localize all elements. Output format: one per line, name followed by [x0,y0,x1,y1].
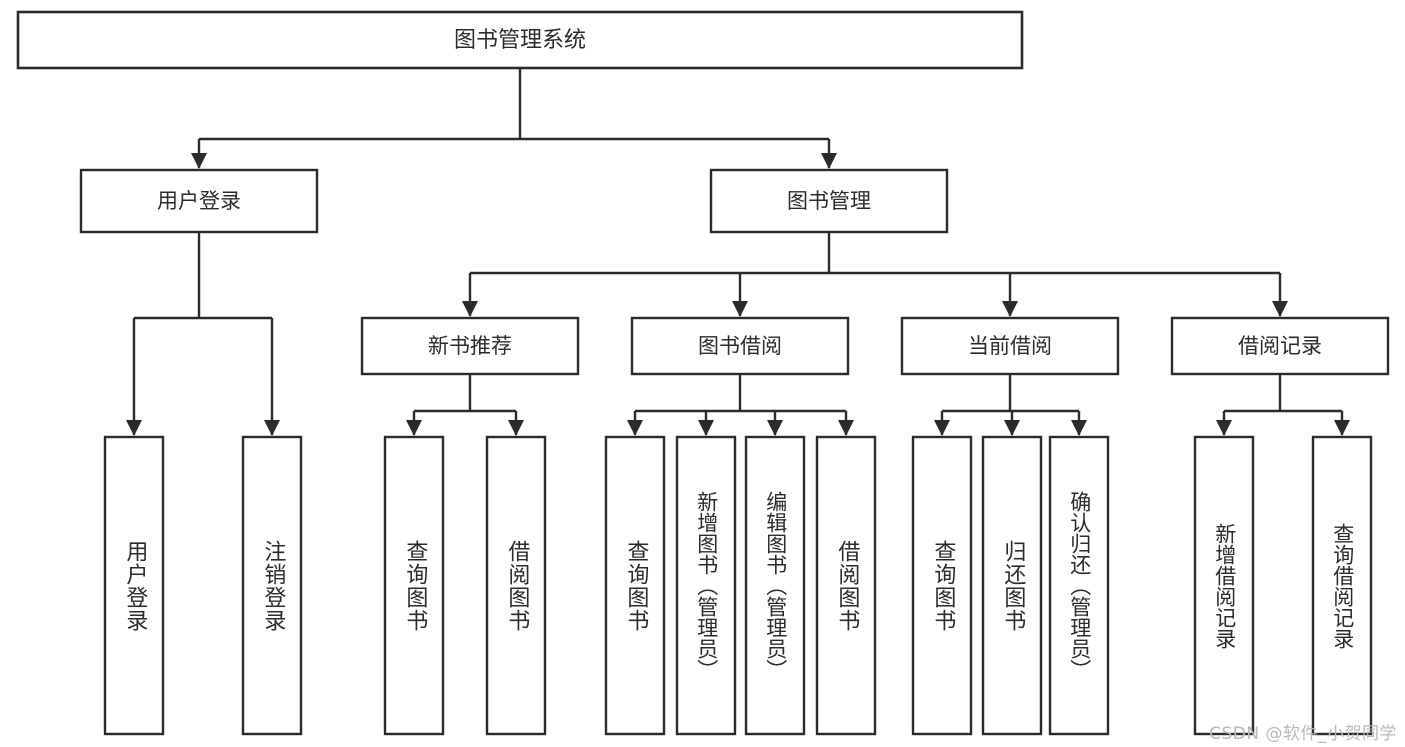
arrow-head-icon [508,420,524,436]
arrow-head-icon [406,420,422,436]
leaf-box-leaf-add-record[interactable] [1193,435,1255,736]
node-label-book-borrow: 图书借阅 [698,334,782,358]
arrow-head-icon [838,420,854,436]
root-node-box[interactable] [16,10,1024,70]
leaf-box-leaf-edit-book[interactable] [744,435,806,736]
arrow-head-icon [462,301,478,317]
arrow-head-icon [627,420,643,436]
node-box-new-book-rec[interactable] [360,316,580,376]
leaf-box-leaf-borrow-book-bor[interactable] [815,435,877,736]
node-box-book-manage[interactable] [709,168,949,234]
arrow-head-icon [934,420,950,436]
node-box-borrow-record[interactable] [1170,316,1390,376]
node-label-current-borrow: 当前借阅 [968,334,1052,358]
arrow-head-icon [1216,420,1232,436]
csdn-watermark: CSDN @软件_小贺同学 [1209,724,1397,744]
leaf-box-leaf-borrow-book-rec[interactable] [485,435,547,736]
arrow-head-icon [126,420,142,436]
leaf-box-leaf-return-book[interactable] [981,435,1043,736]
root-node-label: 图书管理系统 [454,28,586,53]
arrow-head-icon [821,153,837,169]
leaf-box-leaf-confirm-return[interactable] [1048,435,1110,736]
node-label-borrow-record: 借阅记录 [1238,334,1322,358]
node-box-current-borrow[interactable] [900,316,1120,376]
node-label-user-login: 用户登录 [157,189,241,213]
arrow-head-icon [698,420,714,436]
node-box-user-login[interactable] [79,168,319,234]
leaf-box-leaf-query-book-bor[interactable] [604,435,666,736]
node-label-new-book-rec: 新书推荐 [428,334,512,358]
leaf-box-leaf-query-book-cur[interactable] [911,435,973,736]
arrow-head-icon [1272,301,1288,317]
arrow-head-icon [767,420,783,436]
leaf-box-leaf-user-login[interactable] [103,435,165,736]
arrow-head-icon [1004,420,1020,436]
leaf-box-leaf-query-book-rec[interactable] [383,435,445,736]
arrow-head-icon [1334,420,1350,436]
node-label-book-manage: 图书管理 [787,189,871,213]
node-box-book-borrow[interactable] [630,316,850,376]
arrow-head-icon [1071,420,1087,436]
connector-layer [126,68,1350,436]
arrow-head-icon [732,301,748,317]
leaf-box-leaf-logout[interactable] [241,435,303,736]
arrow-head-icon [264,420,280,436]
arrow-head-icon [191,153,207,169]
leaf-box-leaf-query-record[interactable] [1311,435,1373,736]
arrow-head-icon [1002,301,1018,317]
leaf-box-leaf-add-book[interactable] [675,435,737,736]
